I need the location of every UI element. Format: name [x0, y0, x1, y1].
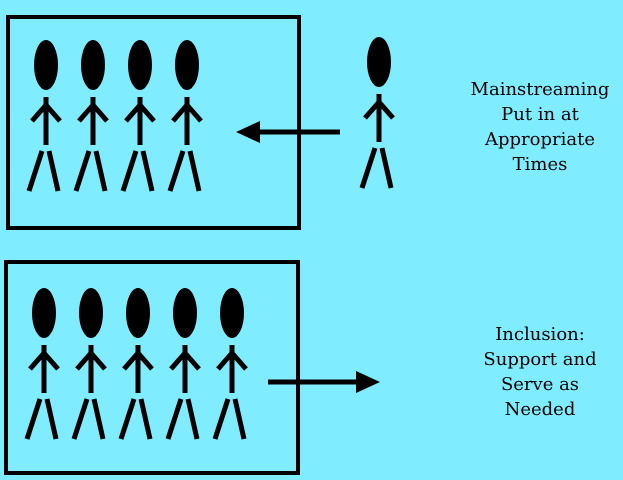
stick-figure-icon — [167, 40, 203, 192]
person-left-leg — [359, 147, 378, 189]
person-arms — [30, 101, 62, 123]
stick-figure-icon — [359, 37, 395, 189]
arrow-out-of-box-icon — [268, 371, 380, 393]
person-arms — [169, 349, 201, 371]
person-right-leg — [185, 398, 200, 440]
mainstreaming-caption-line-4: Times — [512, 154, 568, 175]
stick-figure-icon — [26, 40, 62, 192]
person-arms — [77, 101, 109, 123]
inclusion-caption-line-1: Inclusion: — [495, 324, 585, 345]
person-head — [81, 40, 105, 90]
inclusion-group-people — [24, 288, 248, 440]
person-right-leg — [140, 150, 155, 192]
person-left-leg — [167, 150, 186, 192]
person-left-leg — [71, 398, 90, 440]
person-left-leg — [120, 150, 139, 192]
person-left-leg — [73, 150, 92, 192]
person-right-leg — [44, 398, 59, 440]
person-left-leg — [26, 150, 45, 192]
person-right-leg — [46, 150, 61, 192]
inclusion-caption: Inclusion: Support and Serve as Needed — [462, 322, 618, 422]
mainstream-group-people — [26, 40, 203, 192]
stick-figure-icon — [120, 40, 156, 192]
person-head — [367, 37, 391, 87]
person-arms — [122, 349, 154, 371]
person-left-leg — [118, 398, 137, 440]
stick-figure-icon — [24, 288, 60, 440]
person-head — [175, 40, 199, 90]
inclusion-group-box — [4, 260, 300, 475]
person-right-leg — [91, 398, 106, 440]
outside-person-group — [359, 37, 395, 189]
inclusion-caption-line-4: Needed — [504, 399, 576, 420]
person-arms — [28, 349, 60, 371]
stick-figure-icon — [73, 40, 109, 192]
mainstreaming-caption-line-3: Appropriate — [485, 129, 595, 150]
person-right-leg — [93, 150, 108, 192]
person-head — [34, 40, 58, 90]
mainstreaming-caption-line-1: Mainstreaming — [470, 79, 610, 100]
person-head — [220, 288, 244, 338]
person-right-leg — [379, 147, 394, 189]
mainstream-group-box — [6, 15, 301, 230]
mainstreaming-caption-line-2: Put in at — [501, 104, 579, 125]
mainstreaming-caption: Mainstreaming Put in at Appropriate Time… — [452, 77, 623, 177]
person-right-leg — [232, 398, 247, 440]
inclusion-caption-line-2: Support and — [483, 349, 597, 370]
arrow-head — [236, 121, 260, 143]
arrow-into-box-icon — [236, 121, 340, 143]
person-arms — [363, 98, 395, 120]
person-head — [128, 40, 152, 90]
stick-figure-icon — [165, 288, 201, 440]
person-head — [173, 288, 197, 338]
arrow-head — [356, 371, 380, 393]
person-right-leg — [187, 150, 202, 192]
person-arms — [75, 349, 107, 371]
stick-figure-icon — [212, 288, 248, 440]
person-right-leg — [138, 398, 153, 440]
person-left-leg — [165, 398, 184, 440]
inclusion-caption-line-3: Serve as — [500, 374, 580, 395]
stick-figure-icon — [71, 288, 107, 440]
person-arms — [124, 101, 156, 123]
person-arms — [171, 101, 203, 123]
person-head — [126, 288, 150, 338]
person-head — [32, 288, 56, 338]
person-arms — [216, 349, 248, 371]
person-head — [79, 288, 103, 338]
person-left-leg — [24, 398, 43, 440]
person-left-leg — [212, 398, 231, 440]
stick-figure-icon — [118, 288, 154, 440]
